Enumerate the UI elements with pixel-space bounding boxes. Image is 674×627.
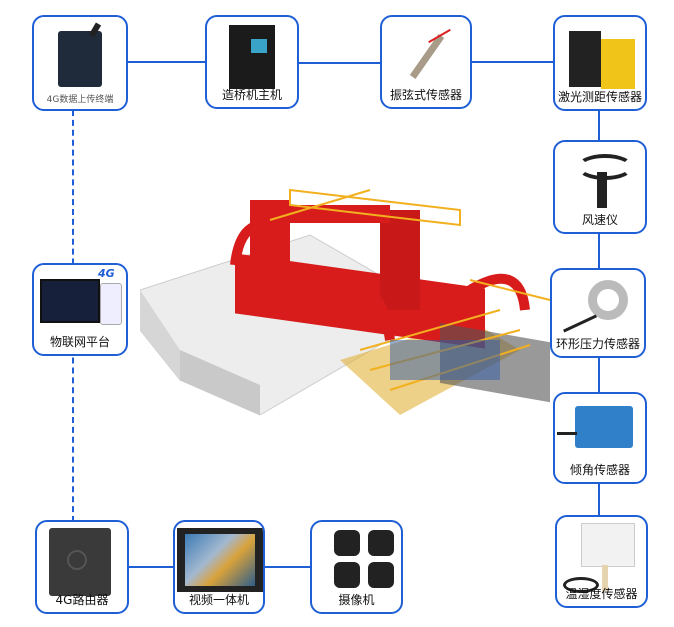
- bridge-machine-illustration: [140, 188, 551, 416]
- node-temp-humidity-sensor[interactable]: 温湿度传感器: [555, 515, 648, 608]
- node-4g-router[interactable]: 4G路由器: [35, 520, 129, 614]
- phone-icon: [100, 283, 122, 325]
- node-label: 4G路由器: [55, 593, 109, 607]
- video-feed-icon: [185, 534, 255, 586]
- 4g-badge: 4G: [98, 267, 115, 280]
- camera-icon: [334, 530, 360, 556]
- link-host-vw: [298, 62, 382, 64]
- node-label: 视频一体机: [188, 593, 249, 607]
- node-4g-dtu[interactable]: 4G数据上传终端: [32, 15, 128, 111]
- inclinometer-icon: [575, 406, 633, 448]
- link-video-camera: [265, 566, 312, 568]
- camera-icon: [368, 530, 394, 556]
- link-vw-laser: [470, 61, 555, 63]
- host-screen-icon: [251, 39, 267, 53]
- node-label: 振弦式传感器: [389, 88, 462, 102]
- cable-icon: [557, 432, 577, 435]
- ring-sensor-icon: [588, 280, 628, 320]
- node-inclination-sensor[interactable]: 倾角传感器: [553, 392, 647, 484]
- laser-panel-icon: [601, 39, 635, 89]
- node-host[interactable]: 造桥机主机: [205, 15, 299, 109]
- node-label: 温湿度传感器: [565, 587, 638, 601]
- node-label: 倾角传感器: [569, 463, 630, 477]
- camera-icon: [368, 562, 394, 588]
- node-camera[interactable]: 摄像机: [310, 520, 403, 614]
- node-label: 风速仪: [581, 213, 618, 227]
- node-label: 环形压力传感器: [555, 337, 640, 351]
- th-sensor-icon: [581, 523, 635, 567]
- node-label: 激光测距传感器: [557, 90, 642, 104]
- link-router-video: [128, 566, 175, 568]
- monitor-icon: [40, 279, 100, 323]
- anemometer-post-icon: [597, 172, 607, 208]
- laser-body-icon: [569, 31, 601, 87]
- node-laser-sensor[interactable]: 激光测距传感器: [553, 15, 647, 111]
- node-label: 物联网平台: [49, 335, 110, 349]
- router-logo-icon: [67, 550, 87, 570]
- node-label: 造桥机主机: [221, 88, 282, 102]
- node-video-terminal[interactable]: 视频一体机: [173, 520, 265, 614]
- host-cabinet-icon: [229, 25, 275, 89]
- node-label: 摄像机: [338, 593, 375, 607]
- camera-icon: [334, 562, 360, 588]
- node-label: 4G数据上传终端: [46, 95, 114, 105]
- node-ring-pressure-sensor[interactable]: 环形压力传感器: [550, 268, 646, 358]
- dtu-device-icon: [58, 31, 102, 87]
- th-probe-icon: [602, 565, 608, 591]
- node-iot-platform[interactable]: 4G 物联网平台: [32, 263, 128, 356]
- node-anemometer[interactable]: 风速仪: [553, 140, 647, 234]
- node-vibrating-wire-sensor[interactable]: 振弦式传感器: [380, 15, 472, 109]
- cable-icon: [563, 577, 599, 593]
- cable-icon: [563, 314, 597, 333]
- link-dtu-host: [127, 61, 207, 63]
